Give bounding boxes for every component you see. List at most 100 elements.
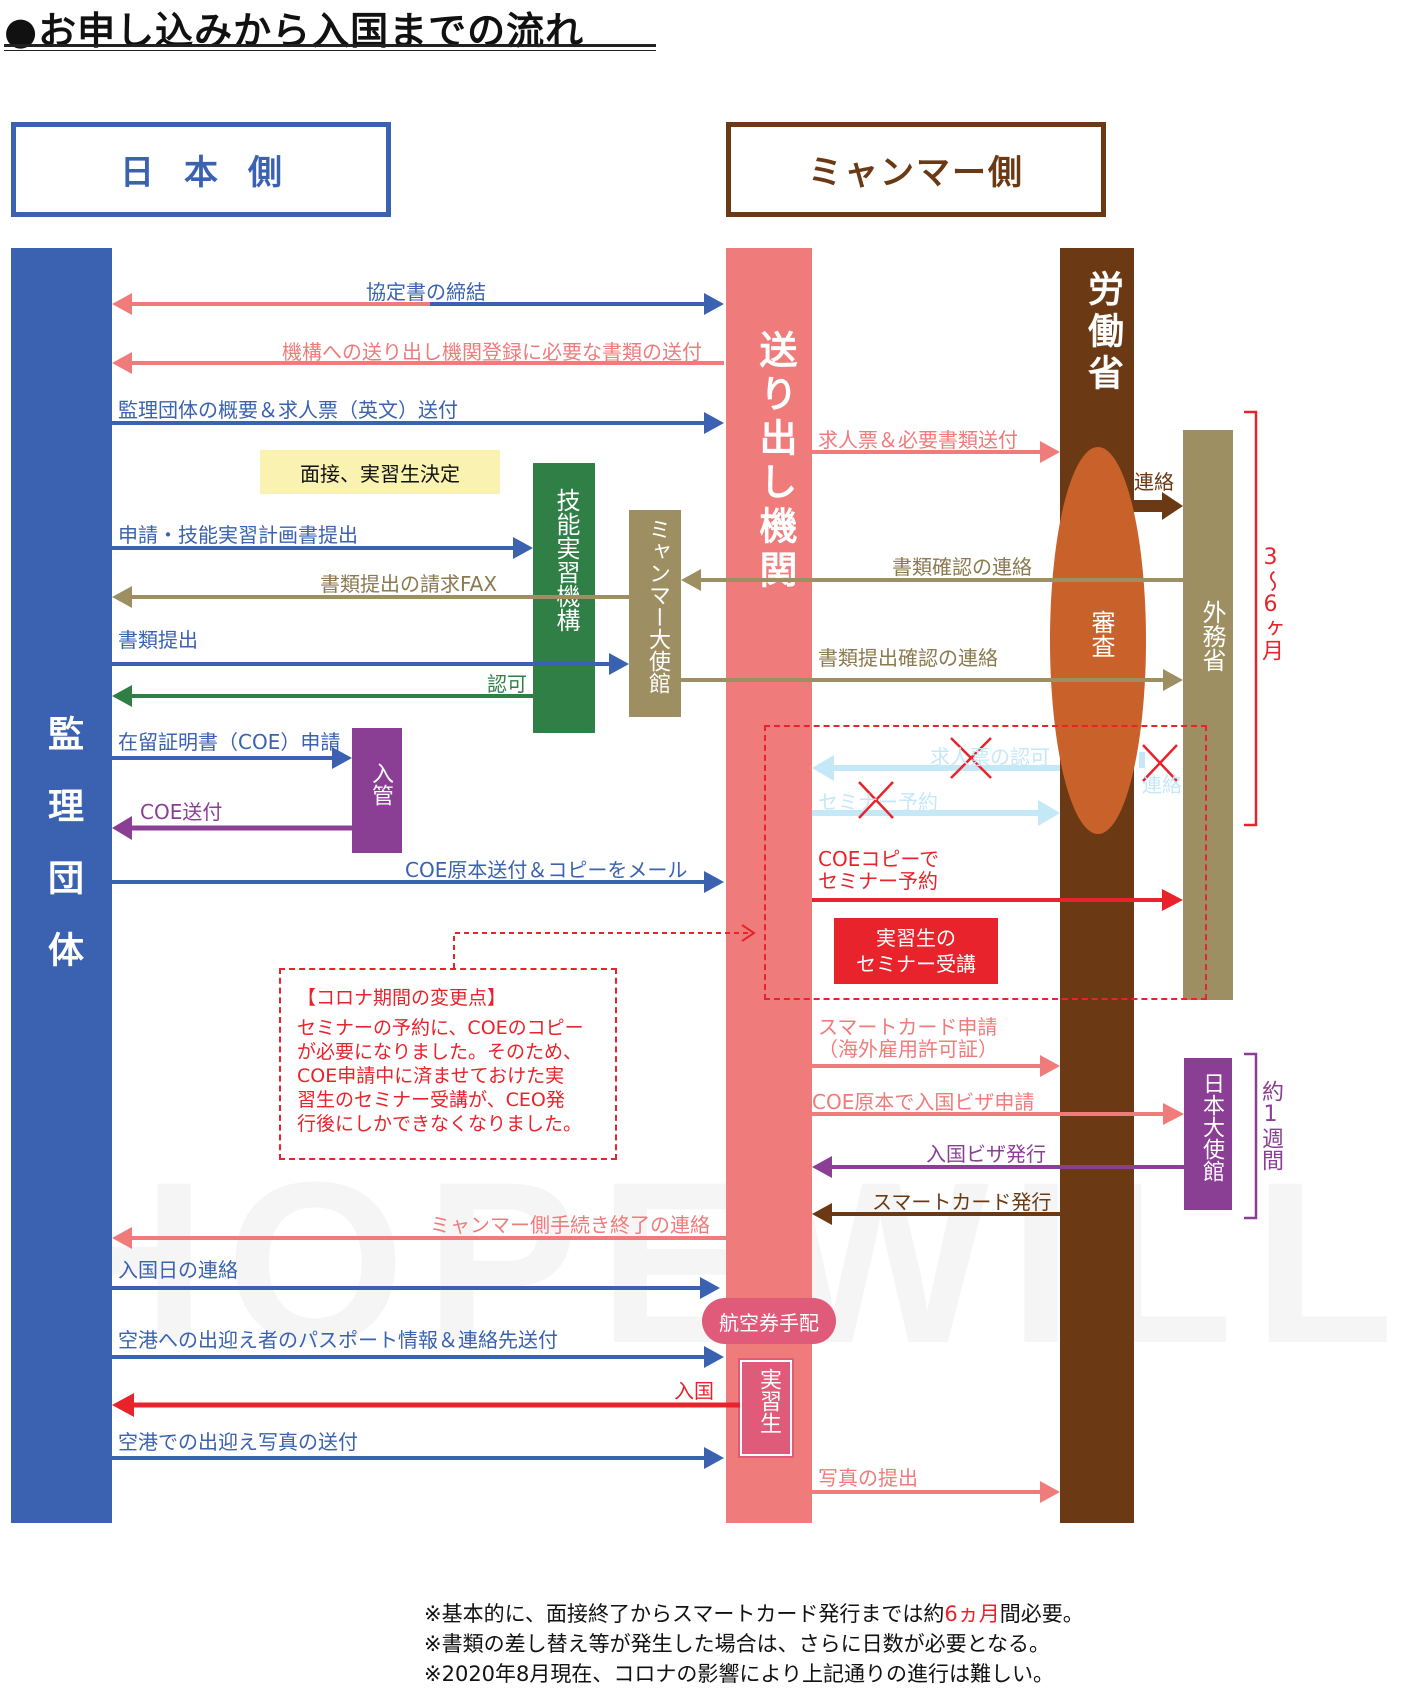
arrow-nyukokubi	[112, 1277, 720, 1299]
label-nyukoku: 入国	[674, 1379, 714, 1403]
label-nyukokubi: 入国日の連絡	[118, 1258, 238, 1282]
label-visa-shinsei: COE原本で入国ビザ申請	[812, 1090, 1035, 1114]
seminar-box: 実習生の セミナー受講	[834, 918, 998, 984]
title-underline-thin	[4, 50, 656, 51]
arrow-shorui-teishutsu	[112, 653, 629, 675]
cross-seminar-yoyaku-icon	[858, 781, 894, 819]
kanri-dantai-column	[11, 248, 112, 1523]
label-tetsuzuki-shuryo: ミャンマー側手続き終了の連絡	[430, 1213, 710, 1237]
label-shorui-teishutsu-kakunin: 書類提出確認の連絡	[818, 646, 998, 670]
corona-callout: 【コロナ期間の変更点】 セミナーの予約に、COEのコピー が必要になりました。そ…	[279, 968, 617, 1160]
nyukan-label: 入管	[368, 762, 393, 806]
ginou-kikou-label: 技能実習機構	[552, 488, 580, 632]
arrow-demukae	[112, 1346, 724, 1368]
arrow-kyujin-ninka-old	[812, 752, 1145, 781]
label-kyujin-ninka-old: 求人票の認可	[930, 745, 1050, 769]
arrow-kyujinhyo	[812, 441, 1060, 463]
kanri-dantai-label: 監理団体	[42, 715, 83, 1003]
jp-embassy-label: 日本大使館	[1199, 1072, 1224, 1182]
duration-months: 3〜6ヶ月	[1258, 545, 1283, 661]
label-shorui-kakunin: 書類確認の連絡	[892, 555, 1032, 579]
arrow-coe-mail	[112, 871, 724, 893]
corona-line-2: が必要になりました。そのため、	[297, 1041, 583, 1063]
label-renraku-old: 連絡	[1142, 773, 1182, 797]
mm-embassy-box	[629, 510, 681, 717]
label-shinsei: 申請・技能実習計画書提出	[118, 523, 358, 547]
corona-line-5: 行後にしかできなくなりました。	[297, 1113, 583, 1135]
arrow-gaiyou	[112, 412, 724, 434]
title-underline	[4, 44, 656, 47]
corona-callout-head: 【コロナ期間の変更点】	[297, 987, 507, 1009]
okuri-kikan-label: 送り出し機関	[753, 330, 797, 594]
arrow-coe-copy-seminar	[812, 889, 1183, 911]
note-3: ※2020年8月現在、コロナの影響により上記通りの進行は難しい。	[424, 1662, 1054, 1686]
arrow-renraku	[1134, 492, 1183, 520]
label-shorui-teishutsu: 書類提出	[118, 628, 198, 652]
arrow-coe-soufu	[112, 816, 352, 840]
duration-week: 約1週間	[1258, 1080, 1283, 1171]
label-coe-copy-seminar: COEコピーで セミナー予約	[818, 847, 940, 893]
cross-kyujin-ninka-icon	[950, 737, 992, 779]
corona-line-1: セミナーの予約に、COEのコピー	[297, 1017, 584, 1039]
arrow-smartcard-shinsei	[812, 1055, 1060, 1077]
note-1: ※基本的に、面接終了からスマートカード発行までは約6ヵ月間必要。	[424, 1598, 1084, 1628]
label-kyujinhyo: 求人票＆必要書類送付	[818, 428, 1018, 452]
watermark: HOPEWILL	[40, 1130, 1414, 1395]
arrow-group	[112, 293, 1258, 1503]
arrow-shinsei	[112, 537, 533, 559]
note-1-b: 6ヵ月	[944, 1602, 1000, 1626]
interview-box: 面接、実習生決定	[260, 450, 500, 494]
roudou-shou-label: 労働省	[1082, 270, 1123, 396]
label-gaiyou: 監理団体の概要＆求人票（英文）送付	[118, 398, 458, 422]
arrow-visa-hakkou	[812, 1156, 1184, 1178]
gaimu-shou-label: 外務省	[1198, 600, 1226, 672]
arrow-shashin-teishutsu	[812, 1481, 1060, 1503]
bracket-week	[1244, 1052, 1258, 1220]
label-demukae: 空港への出迎え者のパスポート情報＆連絡先送付	[118, 1328, 558, 1352]
arrow-shorui-teishutsu-kakunin	[681, 669, 1183, 691]
note-2: ※書類の差し替え等が発生した場合は、さらに日数が必要となる。	[424, 1632, 1050, 1656]
label-ninka: 認可	[487, 672, 527, 696]
label-coe-shinsei: 在留証明書（COE）申請	[118, 730, 341, 754]
label-shashin-soufu: 空港での出迎え写真の送付	[118, 1430, 358, 1454]
note-1-a: ※基本的に、面接終了からスマートカード発行までは約	[424, 1602, 945, 1626]
shinsa-oval	[1050, 447, 1146, 834]
koukuuken-oval: 航空券手配	[702, 1298, 836, 1344]
label-seminar-yoyaku-old: セミナー予約	[818, 790, 938, 814]
arrow-tetsuzuki-shuryo	[112, 1227, 726, 1249]
flow-arrows	[112, 293, 1258, 1503]
nyukan-box	[352, 728, 402, 853]
arrow-nyukoku	[112, 1393, 740, 1417]
label-smartcard-shinsei: スマートカード申請 （海外雇用許可証）	[818, 1015, 998, 1061]
label-visa-hakkou: 入国ビザ発行	[926, 1142, 1046, 1166]
corona-change-area	[764, 725, 1207, 1000]
cross-renraku-icon	[1142, 744, 1178, 782]
label-coe-mail: COE原本送付＆コピーをメール	[405, 858, 688, 882]
arrow-smartcard-hakkou	[812, 1203, 1060, 1225]
bracket-months	[1244, 410, 1258, 827]
jisshusei-box	[740, 1360, 792, 1456]
japan-side-header: 日本側	[11, 122, 391, 217]
label-kikou-tourokusho: 機構への送り出し機関登録に必要な書類の送付	[282, 340, 702, 364]
arrow-kikou-tourokusho	[112, 352, 724, 374]
callout-connector	[453, 924, 756, 968]
arrow-shashin-soufu	[112, 1447, 724, 1469]
arrow-shorui-kakunin	[681, 569, 1183, 591]
shinsa-label: 審査	[1087, 610, 1115, 658]
arrow-coe-shinsei	[112, 747, 352, 769]
arrow-seminar-yoyaku-old	[812, 800, 1060, 826]
note-1-c: 間必要。	[999, 1602, 1084, 1626]
label-renraku: 連絡	[1134, 470, 1174, 494]
arrow-fax	[112, 586, 629, 608]
arrow-visa-shinsei	[812, 1103, 1184, 1125]
label-shashin-teishutsu: 写真の提出	[818, 1466, 918, 1490]
arrow-ninka	[112, 685, 533, 707]
label-coe-soufu: COE送付	[140, 800, 223, 824]
corona-line-3: COE申請中に済ませておけた実	[297, 1065, 565, 1087]
jp-embassy-box	[1184, 1058, 1232, 1210]
label-kyoteisho: 協定書の締結	[366, 280, 486, 304]
arrow-kyoteisho	[112, 293, 724, 315]
corona-line-4: 習生のセミナー受講が、CEO発	[297, 1089, 565, 1111]
gaimu-shou-column	[1183, 430, 1233, 1000]
mm-embassy-label: ミャンマー大使館	[645, 518, 670, 694]
